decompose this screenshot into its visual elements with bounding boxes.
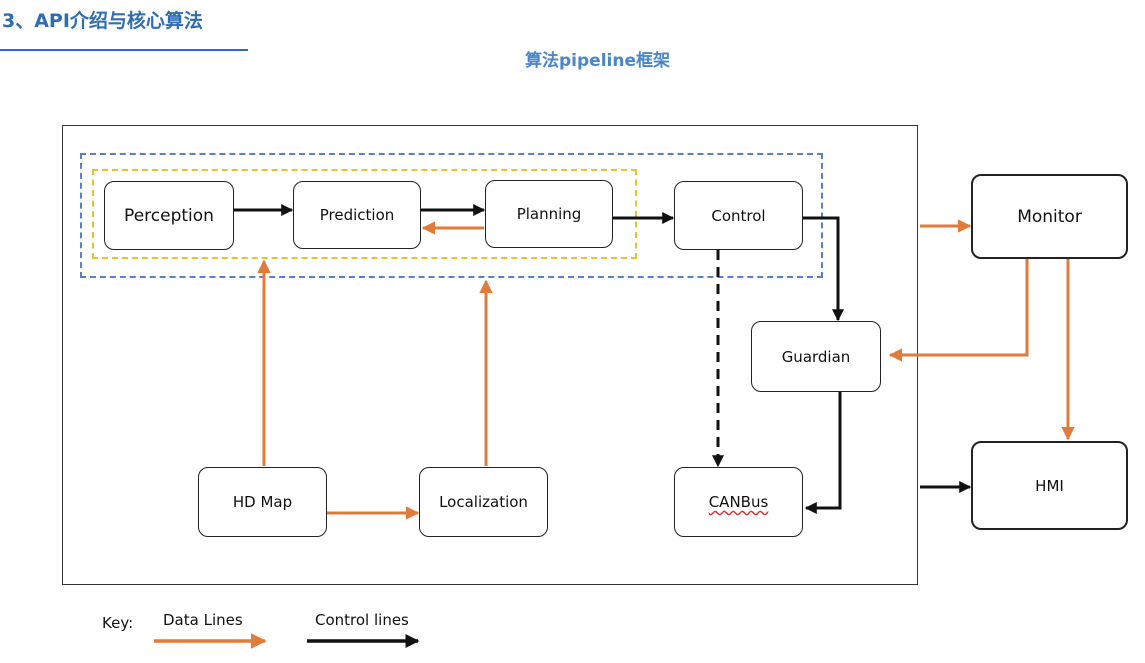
slide-title: 3、API介绍与核心算法 bbox=[2, 10, 203, 32]
node-guardian: Guardian bbox=[751, 321, 881, 392]
title-underline bbox=[0, 49, 248, 51]
edge-guardian-to-canbus bbox=[804, 392, 842, 514]
legend-data-lines-label: Data Lines bbox=[163, 611, 243, 629]
edge-control-to-guardian bbox=[803, 216, 844, 322]
inner-dashed-group bbox=[92, 169, 637, 259]
node-planning: Planning bbox=[485, 180, 613, 248]
diagram-title: 算法pipeline框架 bbox=[525, 51, 670, 71]
node-monitor: Monitor bbox=[971, 174, 1128, 259]
legend-key-label: Key: bbox=[102, 614, 134, 632]
node-prediction: Prediction bbox=[293, 181, 421, 249]
legend-control-lines-label: Control lines bbox=[315, 611, 409, 629]
node-control: Control bbox=[674, 181, 803, 250]
node-hmi: HMI bbox=[971, 441, 1128, 530]
outer-dashed-group bbox=[80, 153, 823, 278]
node-hd-map: HD Map bbox=[198, 467, 327, 537]
node-localization: Localization bbox=[419, 467, 548, 537]
node-canbus: CANBus bbox=[674, 467, 803, 537]
node-perception: Perception bbox=[104, 181, 234, 250]
edge-monitor-to-guardian bbox=[888, 259, 1029, 362]
node-canbus-label: CANBus bbox=[708, 493, 769, 511]
